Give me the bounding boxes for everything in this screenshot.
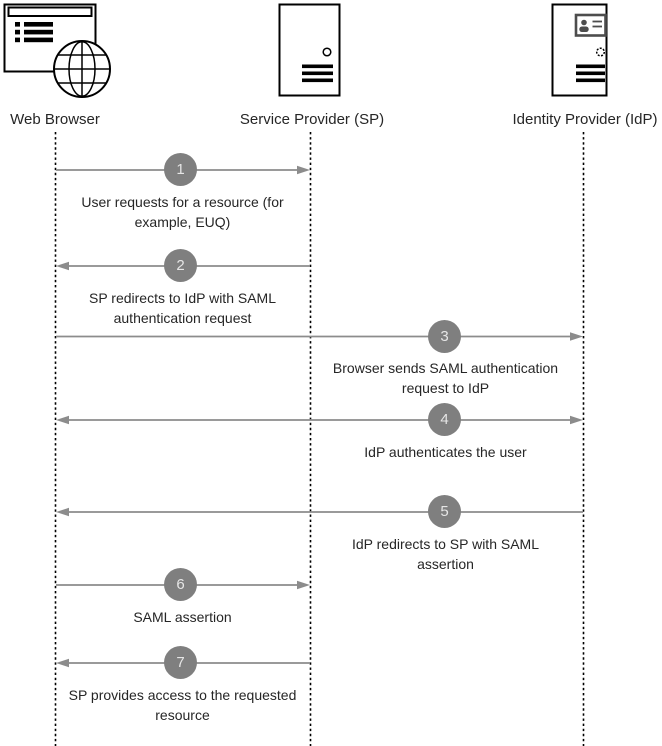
step-badge-4: 4	[428, 403, 461, 436]
step-badge-2: 2	[164, 249, 197, 282]
id-badge-icon	[574, 13, 607, 37]
actor-label-service-provider: Service Provider (SP)	[239, 111, 385, 128]
step-label-1: User requests for a resource (for exampl…	[81, 194, 284, 230]
step-badge-5: 5	[428, 495, 461, 528]
step-label-6: SAML assertion	[133, 609, 232, 625]
step-label-2: SP redirects to IdP with SAML authentica…	[88, 290, 276, 326]
step-badge-3: 3	[428, 320, 461, 353]
browser-window-globe-icon	[3, 3, 111, 98]
step-badge-7: 7	[164, 646, 197, 679]
arrow-step-4	[56, 415, 583, 425]
step-label-4: IdP authenticates the user	[364, 444, 527, 460]
actor-label-identity-provider: Identity Provider (IdP)	[512, 111, 658, 128]
step-badge-6: 6	[164, 568, 197, 601]
arrow-step-3	[56, 332, 583, 341]
step-label-5: IdP redirects to SP with SAML assertion	[351, 536, 539, 572]
server-tower-icon	[278, 3, 341, 97]
arrow-step-5	[56, 507, 583, 517]
server-tower-id-badge-icon	[551, 3, 608, 97]
step-label-7: SP provides access to the requested reso…	[68, 687, 297, 723]
step-badge-1: 1	[164, 153, 197, 186]
actor-label-web-browser: Web Browser	[10, 111, 100, 128]
step-label-3: Browser sends SAML authentication reques…	[332, 360, 559, 396]
